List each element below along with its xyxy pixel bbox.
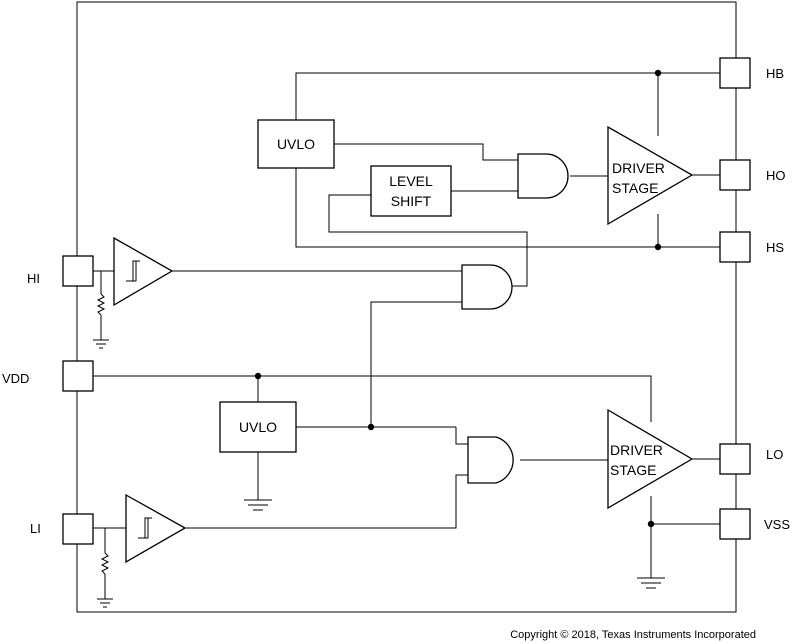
ground-icon — [97, 598, 113, 608]
pin-li-pad — [62, 513, 94, 545]
ground-icon — [93, 339, 109, 349]
copyright-notice: Copyright © 2018, Texas Instruments Inco… — [510, 629, 756, 641]
uvlo-high-label: UVLO — [277, 136, 315, 152]
level-shift-label-line1: LEVEL — [389, 173, 433, 189]
li-schmitt-buffer — [125, 493, 187, 564]
wiring — [93, 72, 720, 599]
driver-high-label-line1: DRIVER — [612, 160, 665, 176]
pin-li-label: LI — [30, 521, 41, 536]
driver-low-label-line2: STAGE — [610, 462, 656, 478]
driver-stage-low: DRIVER STAGE — [607, 408, 694, 510]
pin-hs-pad — [719, 231, 751, 263]
uvlo-high-block: UVLO — [257, 119, 335, 169]
ground-icon — [244, 499, 272, 511]
pin-vss-pad — [719, 508, 751, 540]
and-gate-high — [517, 153, 569, 199]
pin-ho-label: HO — [766, 168, 786, 183]
level-shift-label-line2: SHIFT — [391, 193, 432, 209]
pin-hs-label: HS — [766, 240, 784, 255]
pin-hi-pad — [62, 255, 94, 287]
schmitt-trigger-icon — [138, 517, 152, 539]
and-gate-low — [467, 436, 514, 484]
driver-high-label-line2: STAGE — [612, 180, 658, 196]
and-gate-mid — [461, 264, 513, 310]
pin-ho-pad — [719, 159, 751, 191]
pin-hb-pad — [719, 57, 751, 89]
uvlo-low-block: UVLO — [219, 401, 297, 453]
driver-low-label-line1: DRIVER — [610, 442, 663, 458]
pin-lo-label: LO — [766, 447, 783, 462]
pin-vdd-label: VDD — [2, 371, 29, 386]
pin-hi-label: HI — [27, 271, 40, 286]
pin-vss-label: VSS — [764, 517, 790, 532]
junction-dots — [254, 69, 662, 528]
hi-schmitt-buffer — [113, 236, 174, 307]
schmitt-trigger-icon — [126, 260, 140, 282]
chip-outline — [76, 1, 737, 613]
ground-icon — [637, 577, 665, 589]
pin-vdd-pad — [62, 360, 94, 392]
pin-hb-label: HB — [766, 66, 784, 81]
driver-stage-high: DRIVER STAGE — [607, 125, 694, 226]
pin-lo-pad — [719, 443, 751, 475]
level-shift-block: LEVEL SHIFT — [370, 165, 452, 217]
uvlo-low-label: UVLO — [239, 419, 277, 435]
